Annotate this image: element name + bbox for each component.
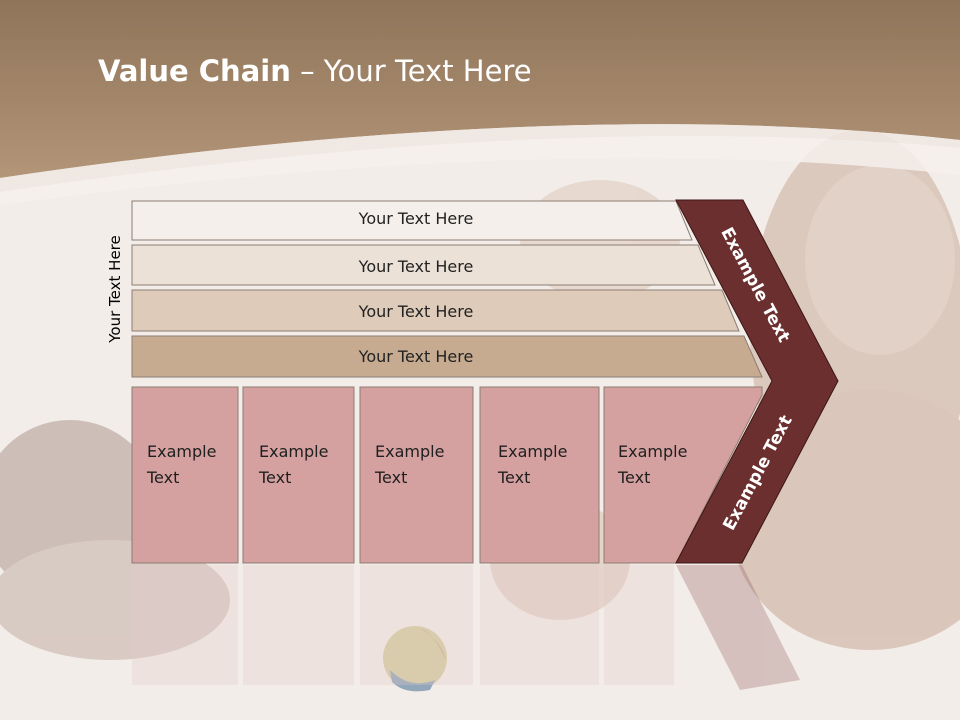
cell-3-line-2: Text (375, 468, 408, 487)
cell-box-2 (242, 386, 355, 564)
reflection (132, 565, 800, 690)
side-label: Your Text Here (106, 235, 124, 343)
cell-box-3 (359, 386, 474, 564)
row-bar-3 (131, 289, 740, 332)
row-bar-4 (131, 335, 763, 378)
cell-4-line-1: Example (498, 442, 568, 461)
cell-1-line-1: Example (147, 442, 217, 461)
ball-illustration (383, 626, 447, 692)
row-label-3: Your Text Here (358, 302, 474, 321)
row-label-2: Your Text Here (358, 257, 474, 276)
slide-title: Value Chain – Your Text Here (98, 54, 532, 88)
cell-3-line-1: Example (375, 442, 445, 461)
row-bar-2 (131, 244, 716, 286)
cell-box-4 (479, 386, 600, 564)
cell-5-line-2: Text (618, 468, 651, 487)
cell-box-1 (131, 386, 239, 564)
cell-2-line-1: Example (259, 442, 329, 461)
cell-1-line-2: Text (147, 468, 180, 487)
row-bar-1 (131, 200, 693, 241)
row-label-4: Your Text Here (358, 347, 474, 366)
cell-5-line-1: Example (618, 442, 688, 461)
cell-box-5 (603, 386, 763, 564)
title-bold: Value Chain (98, 54, 291, 88)
row-label-1: Your Text Here (358, 209, 474, 228)
chevron-shape (675, 199, 839, 564)
header-band (0, 0, 960, 178)
puppy-illustration (0, 420, 230, 660)
cell-2-line-2: Text (259, 468, 292, 487)
title-rest: – Your Text Here (290, 54, 532, 88)
cell-4-line-2: Text (498, 468, 531, 487)
